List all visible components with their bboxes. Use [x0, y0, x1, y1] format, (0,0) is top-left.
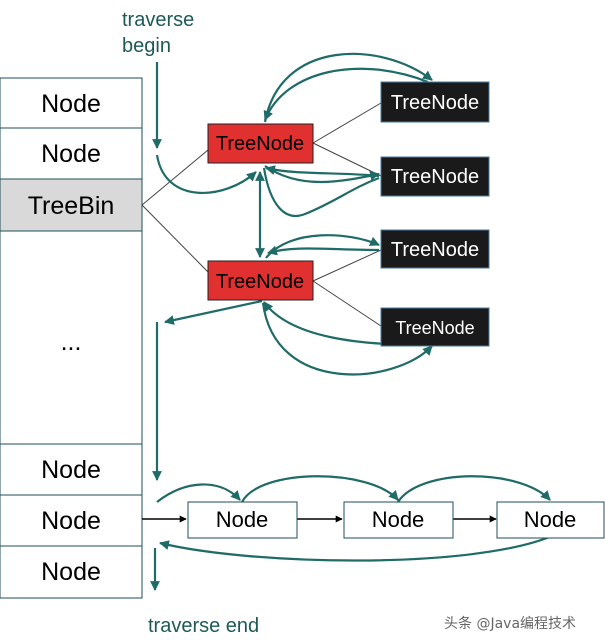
table-cell-4-label: Node [41, 456, 101, 484]
tree-node-black-4-label: TreeNode [395, 318, 474, 338]
list-node-3-label: Node [524, 507, 577, 532]
tree-links [141, 102, 382, 327]
table-cell-1 [0, 127, 143, 180]
tree-node-black-3-label: TreeNode [391, 239, 479, 261]
table-cell-0-label: Node [41, 90, 101, 118]
list-node-2: Node [343, 501, 454, 539]
table-cell-treebin-label: TreeBin [28, 192, 115, 220]
tree-node-red-1-label: TreeNode [216, 133, 304, 155]
table-cell-ellipsis-label: ... [61, 328, 82, 356]
list-node-1-label: Node [216, 507, 269, 532]
table-cell-4 [0, 443, 143, 496]
traverse-begin-caption-line1: traverse [122, 9, 194, 31]
tree-node-black-2-label: TreeNode [391, 166, 479, 188]
bucket-table: Node Node TreeBin ... Node Node Node [0, 77, 143, 599]
list-node-2-label: Node [372, 507, 425, 532]
table-cell-5 [0, 494, 143, 547]
tree-node-black-3: TreeNode [380, 229, 490, 269]
table-cell-6-label: Node [41, 558, 101, 586]
tree-node-black-1-label: TreeNode [391, 92, 479, 114]
tree-node-black-1: TreeNode [380, 81, 490, 123]
table-cell-1-label: Node [41, 140, 101, 168]
table-cell-ellipsis [0, 230, 143, 445]
list-node-1: Node [187, 501, 298, 539]
tree-node-black-2: TreeNode [380, 156, 490, 197]
watermark: 头条 @Java编程技术 [444, 615, 576, 632]
tree-node-red-2-label: TreeNode [216, 271, 304, 293]
tree-node-red-1: TreeNode [207, 123, 314, 164]
traverse-end-caption: traverse end [148, 615, 259, 637]
tree-node-red-2: TreeNode [207, 260, 314, 301]
traverse-begin-caption-line2: begin [122, 35, 171, 57]
table-cell-5-label: Node [41, 507, 101, 535]
traversal-arrows [150, 52, 553, 591]
table-cell-6 [0, 545, 143, 599]
list-node-3: Node [496, 501, 605, 539]
tree-node-black-4: TreeNode [380, 307, 490, 347]
table-cell-0 [0, 77, 143, 129]
